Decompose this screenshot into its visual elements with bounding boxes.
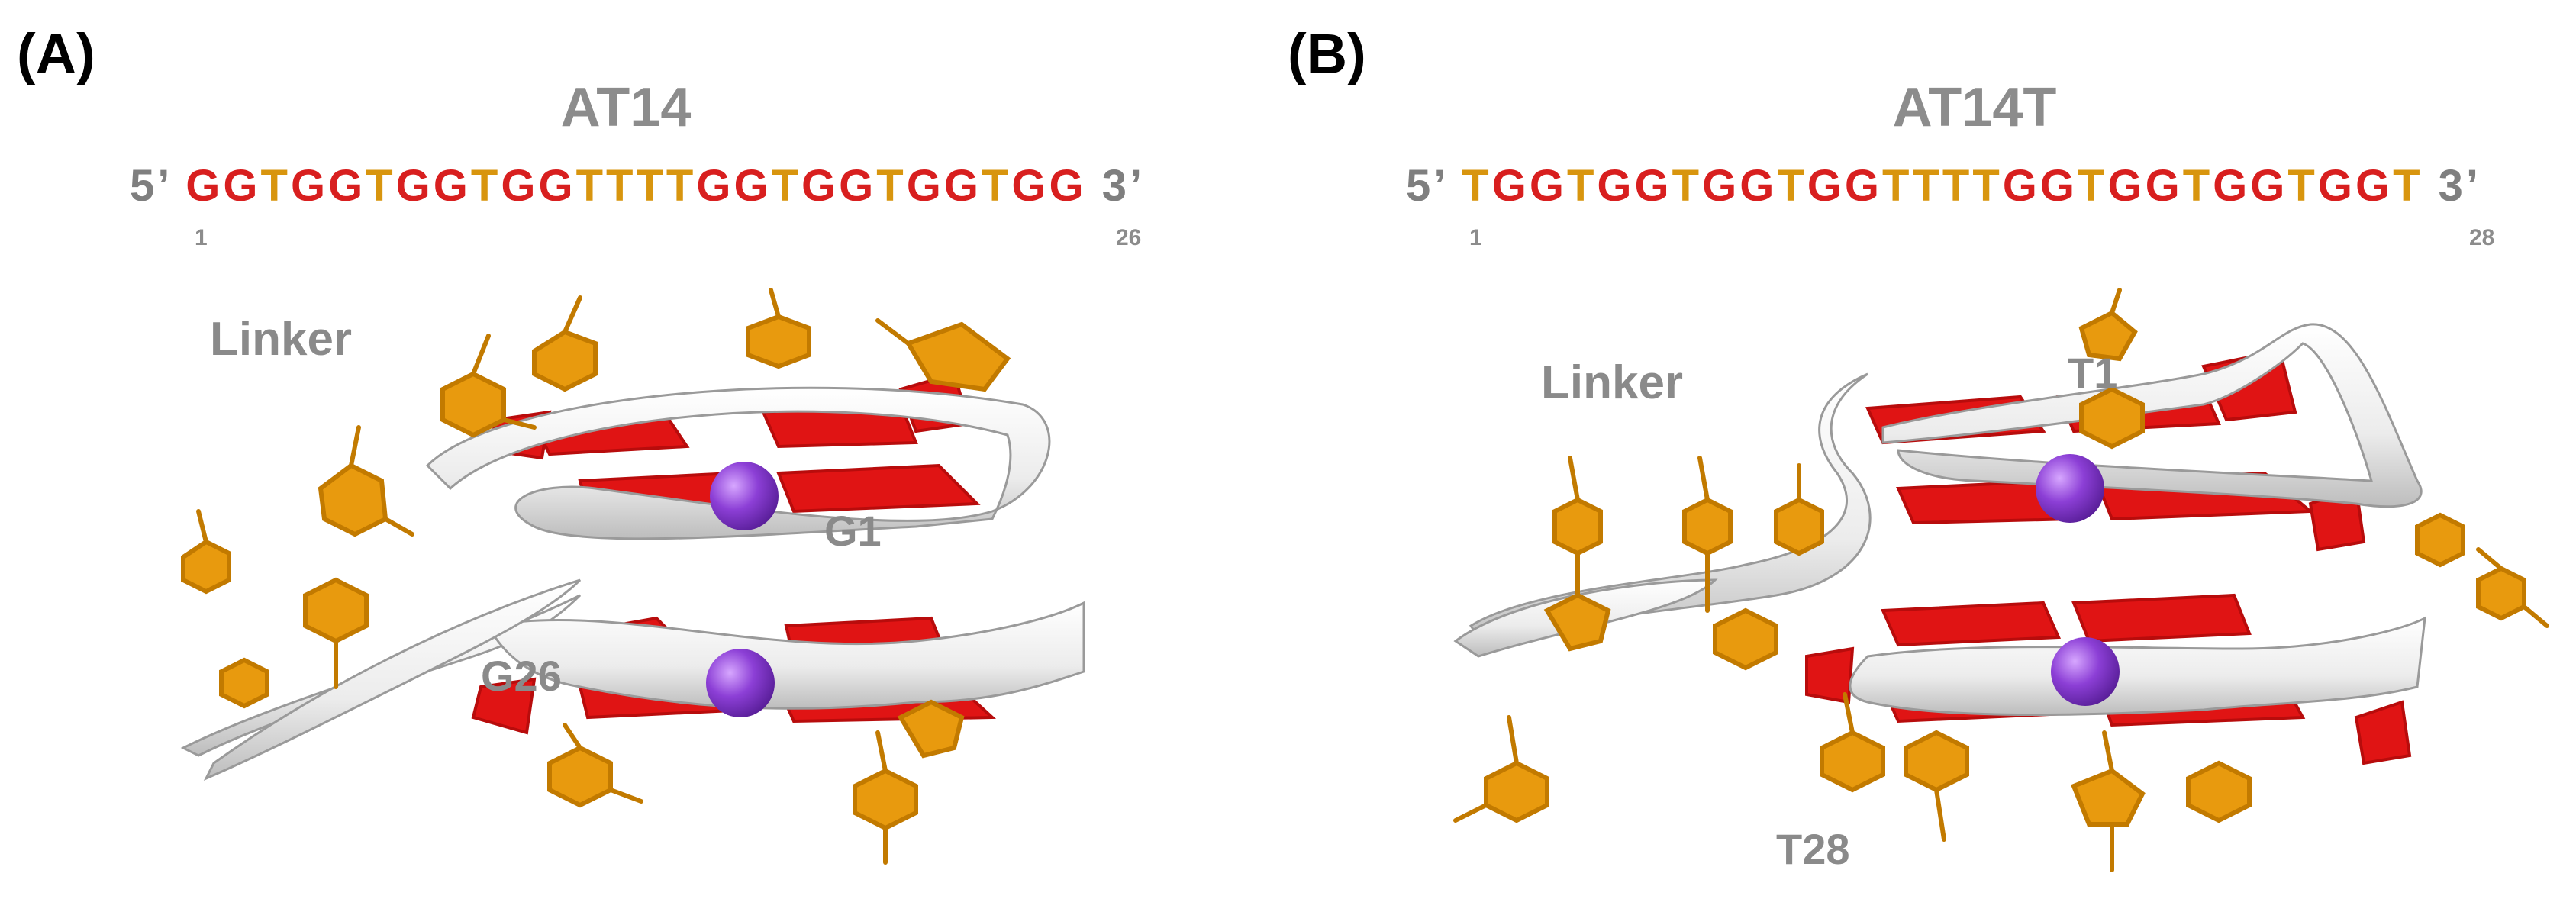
nucleotide: G xyxy=(1491,161,1530,211)
nucleotide: G xyxy=(223,161,261,211)
linker-label: Linker xyxy=(210,313,352,366)
panel-b: (B) AT14T 5’ TGGTGGTGGTGGTTTTGGTGGTGGTGG… xyxy=(1288,0,2575,912)
panel-a-start-number: 1 xyxy=(195,225,208,250)
nucleotide: G xyxy=(1011,161,1049,211)
nucleotide: G xyxy=(733,161,772,211)
panel-a-sequence: GGTGGTGGTGGTTTTGGTGGTGGTGG xyxy=(185,161,1086,211)
panel-b-start-number: 1 xyxy=(1469,225,1482,250)
nucleotide: G xyxy=(1844,161,1883,211)
nucleotide: G xyxy=(2317,161,2355,211)
nucleotide: G xyxy=(2145,161,2183,211)
nucleotide: G xyxy=(943,161,982,211)
nucleotide: T xyxy=(2287,161,2318,211)
nucleotide: T xyxy=(1566,161,1598,211)
potassium-ion-lower xyxy=(706,649,775,717)
nucleotide: G xyxy=(185,161,224,211)
nucleotide: G xyxy=(696,161,734,211)
nucleotide: T xyxy=(1942,161,1973,211)
panel-a-label: (A) xyxy=(17,22,95,85)
nucleotide: T xyxy=(1972,161,2003,211)
five-prime-label: 5’ xyxy=(130,161,171,211)
g1-label: G1 xyxy=(824,507,882,555)
nucleotide: G xyxy=(906,161,944,211)
panel-a-structure: Linker G1 G26 xyxy=(180,288,1085,865)
panel-a-end-number: 26 xyxy=(1116,225,1142,250)
thymine-bases xyxy=(181,288,1011,865)
nucleotide: G xyxy=(1634,161,1672,211)
panel-b-sequence: TGGTGGTGGTGGTTTTGGTGGTGGTGGT xyxy=(1462,161,2423,211)
nucleotide: T xyxy=(876,161,907,211)
nucleotide: T xyxy=(260,161,291,211)
panel-a-sequence-line: 5’ GGTGGTGGTGGTTTTGGTGGTGGTGG 3’ xyxy=(130,160,1145,211)
nucleotide: G xyxy=(501,161,539,211)
panel-b-end-number: 28 xyxy=(2469,225,2495,250)
panel-a-title: AT14 xyxy=(560,77,692,138)
nucleotide: G xyxy=(328,161,366,211)
linker-label: Linker xyxy=(1541,356,1683,409)
nucleotide: G xyxy=(839,161,877,211)
five-prime-label: 5’ xyxy=(1406,161,1447,211)
potassium-ion-lower xyxy=(2051,637,2120,706)
nucleotide: G xyxy=(2213,161,2251,211)
nucleotide: T xyxy=(2078,161,2108,211)
t1-label: T1 xyxy=(2068,349,2117,397)
nucleotide: G xyxy=(395,161,434,211)
nucleotide: G xyxy=(1049,161,1087,211)
nucleotide: T xyxy=(606,161,637,211)
potassium-ion-upper xyxy=(2036,454,2104,523)
nucleotide: G xyxy=(1529,161,1567,211)
nucleotide: G xyxy=(1702,161,1740,211)
nucleotide: G xyxy=(2355,161,2394,211)
nucleotide: G xyxy=(1597,161,1635,211)
nucleotide: T xyxy=(636,161,666,211)
nucleotide: T xyxy=(575,161,607,211)
nucleotide: G xyxy=(1807,161,1845,211)
nucleotide: G xyxy=(801,161,840,211)
panel-a: (A) AT14 5’ GGTGGTGGTGGTTTTGGTGGTGGTGG 3… xyxy=(17,22,1145,865)
panel-b-label: (B) xyxy=(1288,22,1366,85)
three-prime-label: 3’ xyxy=(1101,161,1146,211)
nucleotide: G xyxy=(2107,161,2146,211)
nucleotide: T xyxy=(771,161,802,211)
nucleotide: T xyxy=(1672,161,1703,211)
panel-a-backbone xyxy=(180,386,1085,781)
nucleotide: T xyxy=(2393,161,2423,211)
g26-label: G26 xyxy=(481,652,562,700)
nucleotide: T xyxy=(1462,161,1492,211)
nucleotide: T xyxy=(1912,161,1942,211)
nucleotide: T xyxy=(470,161,501,211)
t28-label: T28 xyxy=(1776,825,1850,873)
nucleotide: G xyxy=(1739,161,1778,211)
nucleotide: T xyxy=(366,161,396,211)
panel-b-title: AT14T xyxy=(1892,77,2057,138)
nucleotide: T xyxy=(1882,161,1913,211)
thymine-bases xyxy=(1453,288,2549,872)
panel-b-structure: Linker T1 T28 xyxy=(1453,288,2549,873)
nucleotide: G xyxy=(538,161,576,211)
nucleotide: T xyxy=(2182,161,2213,211)
nucleotide: G xyxy=(2002,161,2040,211)
nucleotide: G xyxy=(290,161,329,211)
nucleotide: G xyxy=(2250,161,2288,211)
nucleotide: G xyxy=(433,161,471,211)
nucleotide: T xyxy=(1777,161,1807,211)
potassium-ion-upper xyxy=(710,462,779,530)
three-prime-label: 3’ xyxy=(2438,161,2482,211)
nucleotide: T xyxy=(981,161,1012,211)
panel-b-sequence-line: 5’ TGGTGGTGGTGGTTTTGGTGGTGGTGGT 3’ xyxy=(1406,160,2481,211)
nucleotide: T xyxy=(666,161,697,211)
nucleotide: G xyxy=(2039,161,2078,211)
